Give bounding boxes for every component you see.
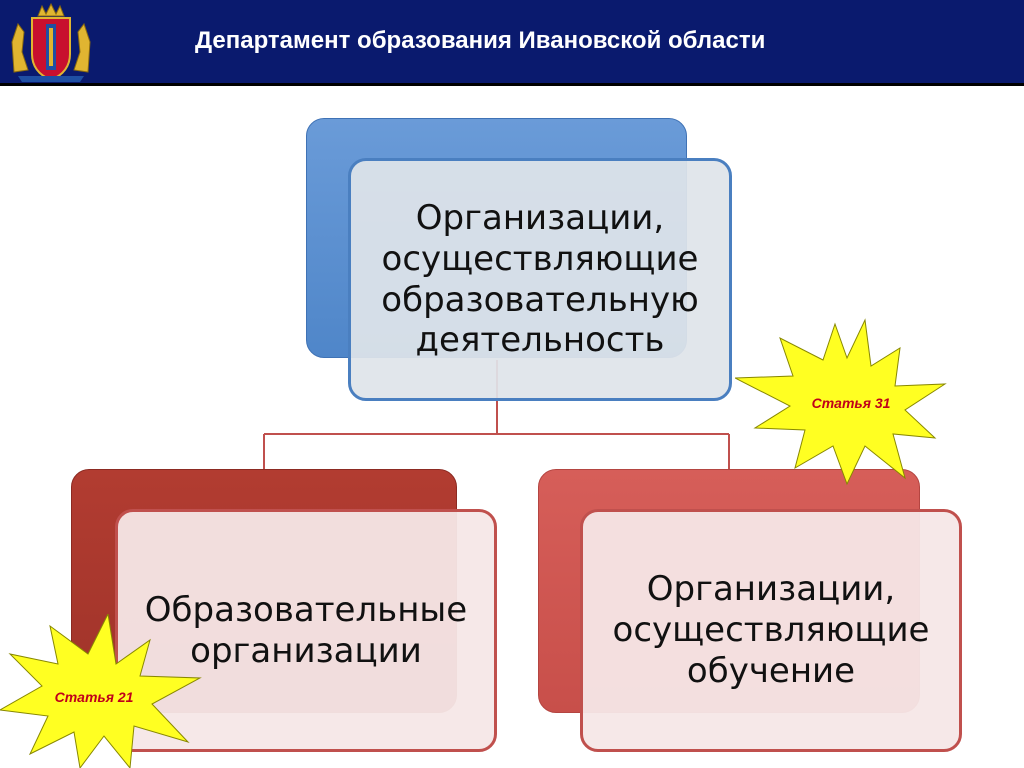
top-node-card: Организации, осуществляющие образователь…: [348, 158, 732, 401]
header-bar: Департамент образования Ивановской облас…: [0, 0, 1024, 86]
article-31-starburst: Статья 31: [735, 318, 947, 486]
top-node-label: Организации, осуществляющие образователь…: [381, 197, 699, 361]
article-21-starburst: Статья 21: [0, 614, 202, 768]
page-title: Департамент образования Ивановской облас…: [195, 27, 766, 54]
article-21-label: Статья 21: [55, 689, 134, 705]
starburst-shape: [735, 318, 947, 486]
left-node-card: Образовательные организации: [115, 509, 497, 752]
right-node-card: Организации, осуществляющие обучение: [580, 509, 962, 752]
article-31-label: Статья 31: [812, 395, 891, 411]
right-node-label: Организации, осуществляющие обучение: [612, 569, 930, 691]
starburst-shape: [0, 614, 202, 768]
left-node-label: Образовательные организации: [144, 589, 468, 671]
coat-of-arms-icon: [11, 2, 91, 82]
